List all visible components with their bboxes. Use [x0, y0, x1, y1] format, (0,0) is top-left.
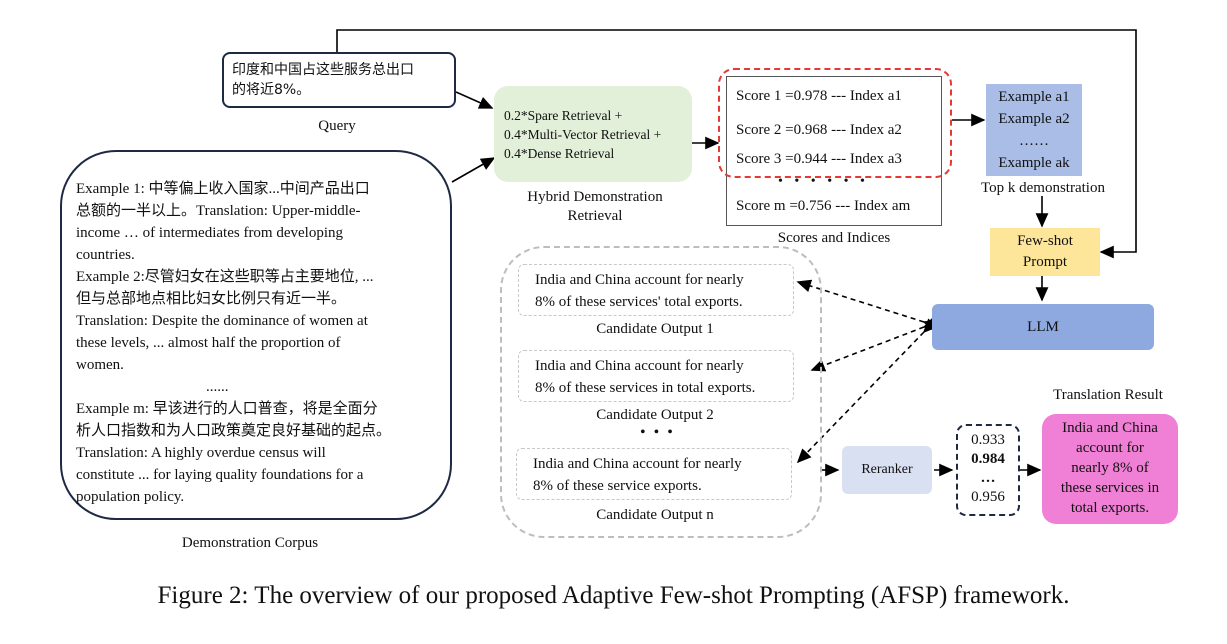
- retrieval-label-line-2: Retrieval: [567, 208, 623, 224]
- scores-box: [726, 76, 942, 226]
- candidates-ellipsis: • • •: [640, 424, 675, 441]
- topk-line: Example a2: [998, 111, 1070, 127]
- demonstration-corpus-box: Example 1: 中等偏上收入国家...中间产品出口 总额的一半以上。Tra…: [60, 150, 452, 520]
- figure-caption: Figure 2: The overview of our proposed A…: [157, 582, 1070, 609]
- corpus-line: constitute ... for laying quality founda…: [76, 467, 364, 483]
- corpus-line: income … of intermediates from developin…: [76, 225, 344, 241]
- query-box: 印度和中国占这些服务总出口 的将近8%。: [222, 52, 456, 108]
- score-row-m: Score m =0.756 --- Index am: [736, 198, 911, 214]
- retrieval-label-line-1: Hybrid Demonstration: [527, 189, 663, 205]
- candidate-1-line-2: 8% of these services' total exports.: [535, 294, 743, 310]
- rerank-score-2: 0.984: [971, 451, 1005, 467]
- candidate-output-1: India and China account for nearly 8% of…: [518, 264, 794, 316]
- topk-line: Example ak: [998, 155, 1070, 171]
- corpus-line: 析人口指数和为人口政策奠定良好基础的起点。: [76, 423, 392, 439]
- candidate-group: [500, 246, 822, 538]
- rerank-score-3: 0.956: [971, 489, 1005, 505]
- topk-label: Top k demonstration: [981, 180, 1105, 196]
- rerank-score-dots: …: [980, 470, 996, 486]
- topk-line: ……: [1019, 133, 1049, 149]
- corpus-line: Example m: 早该进行的人口普查，将是全面分: [76, 401, 378, 417]
- score-dots: • • • • • •: [778, 174, 869, 189]
- rerank-score-1: 0.933: [971, 432, 1005, 448]
- result-line: account for: [1076, 440, 1144, 456]
- corpus-ellipsis: ......: [206, 379, 229, 395]
- candidate-output-n: India and China account for nearly 8% of…: [516, 448, 792, 500]
- score-row-2: Score 2 =0.968 --- Index a2: [736, 122, 902, 138]
- result-line: total exports.: [1070, 500, 1150, 516]
- corpus-line: countries.: [76, 247, 135, 263]
- topk-box: Example a1 Example a2 …… Example ak: [986, 84, 1082, 176]
- fewshot-prompt-box: Few-shot Prompt: [990, 228, 1100, 276]
- corpus-line: these levels, ... almost half the propor…: [76, 335, 341, 351]
- arrow-query-to-fewshot: [336, 29, 1137, 259]
- candidate-n-label: Candidate Output n: [596, 507, 714, 523]
- corpus-label: Demonstration Corpus: [181, 535, 319, 551]
- candidate-2-label: Candidate Output 2: [596, 407, 714, 423]
- query-text-line-2: 的将近8%。: [232, 82, 311, 98]
- arrow-llm-candidate-2: [810, 316, 939, 372]
- retrieval-line: 0.4*Multi-Vector Retrieval +: [504, 127, 662, 142]
- retrieval-line: 0.2*Spare Retrieval +: [504, 108, 623, 123]
- rerank-scores-box: 0.933 0.984 … 0.956: [956, 424, 1020, 516]
- translation-result-box: India and China account for nearly 8% of…: [1042, 414, 1178, 524]
- result-line: India and China: [1062, 420, 1158, 436]
- arrow-query-to-retrieval: [455, 91, 494, 109]
- corpus-line: 但与总部地点相比妇女比例只有近一半。: [76, 291, 347, 307]
- llm-label: LLM: [1027, 319, 1059, 335]
- retrieval-line: 0.4*Dense Retrieval: [504, 146, 615, 161]
- reranker-box: Reranker: [842, 446, 932, 494]
- query-text-line-1: 印度和中国占这些服务总出口: [232, 62, 414, 78]
- corpus-line: Translation: A highly overdue census wil…: [76, 445, 326, 461]
- candidate-n-line-2: 8% of these service exports.: [533, 478, 702, 494]
- arrow-llm-candidate-n: [796, 318, 938, 464]
- candidate-output-2: India and China account for nearly 8% of…: [518, 350, 794, 402]
- candidate-1-line-1: India and China account for nearly: [535, 272, 744, 288]
- scores-label: Scores and Indices: [777, 230, 891, 246]
- corpus-line: women.: [76, 357, 124, 373]
- corpus-line: 总额的一半以上。Translation: Upper-middle-: [76, 203, 361, 219]
- hybrid-retrieval-box: 0.2*Spare Retrieval + 0.4*Multi-Vector R…: [494, 86, 692, 182]
- score-row-3: Score 3 =0.944 --- Index a3: [736, 151, 902, 167]
- arrow-corpus-to-retrieval: [451, 157, 496, 183]
- candidate-1-label: Candidate Output 1: [596, 321, 714, 337]
- score-row-1: Score 1 =0.978 --- Index a1: [736, 88, 902, 104]
- corpus-line: Example 1: 中等偏上收入国家...中间产品出口: [76, 181, 370, 197]
- corpus-line: population policy.: [76, 489, 185, 505]
- fewshot-line-2: Prompt: [1022, 254, 1068, 270]
- corpus-line: Translation: Despite the dominance of wo…: [76, 313, 368, 329]
- candidate-2-line-2: 8% of these services in total exports.: [535, 380, 756, 396]
- candidate-2-line-1: India and China account for nearly: [535, 358, 744, 374]
- corpus-line: Example 2:尽管妇女在这些职等占主要地位, ...: [76, 269, 374, 285]
- query-label: Query: [318, 118, 356, 134]
- reranker-label: Reranker: [861, 462, 913, 477]
- result-line: these services in: [1060, 480, 1160, 496]
- retrieval-label: Hybrid Demonstration Retrieval: [500, 188, 690, 226]
- result-line: nearly 8% of: [1071, 460, 1149, 476]
- llm-box: LLM: [932, 304, 1154, 350]
- fewshot-line-1: Few-shot: [1017, 233, 1073, 249]
- scores-highlight: [718, 68, 952, 178]
- result-label: Translation Result: [1053, 387, 1163, 403]
- topk-line: Example a1: [998, 89, 1070, 105]
- candidate-n-line-1: India and China account for nearly: [533, 456, 742, 472]
